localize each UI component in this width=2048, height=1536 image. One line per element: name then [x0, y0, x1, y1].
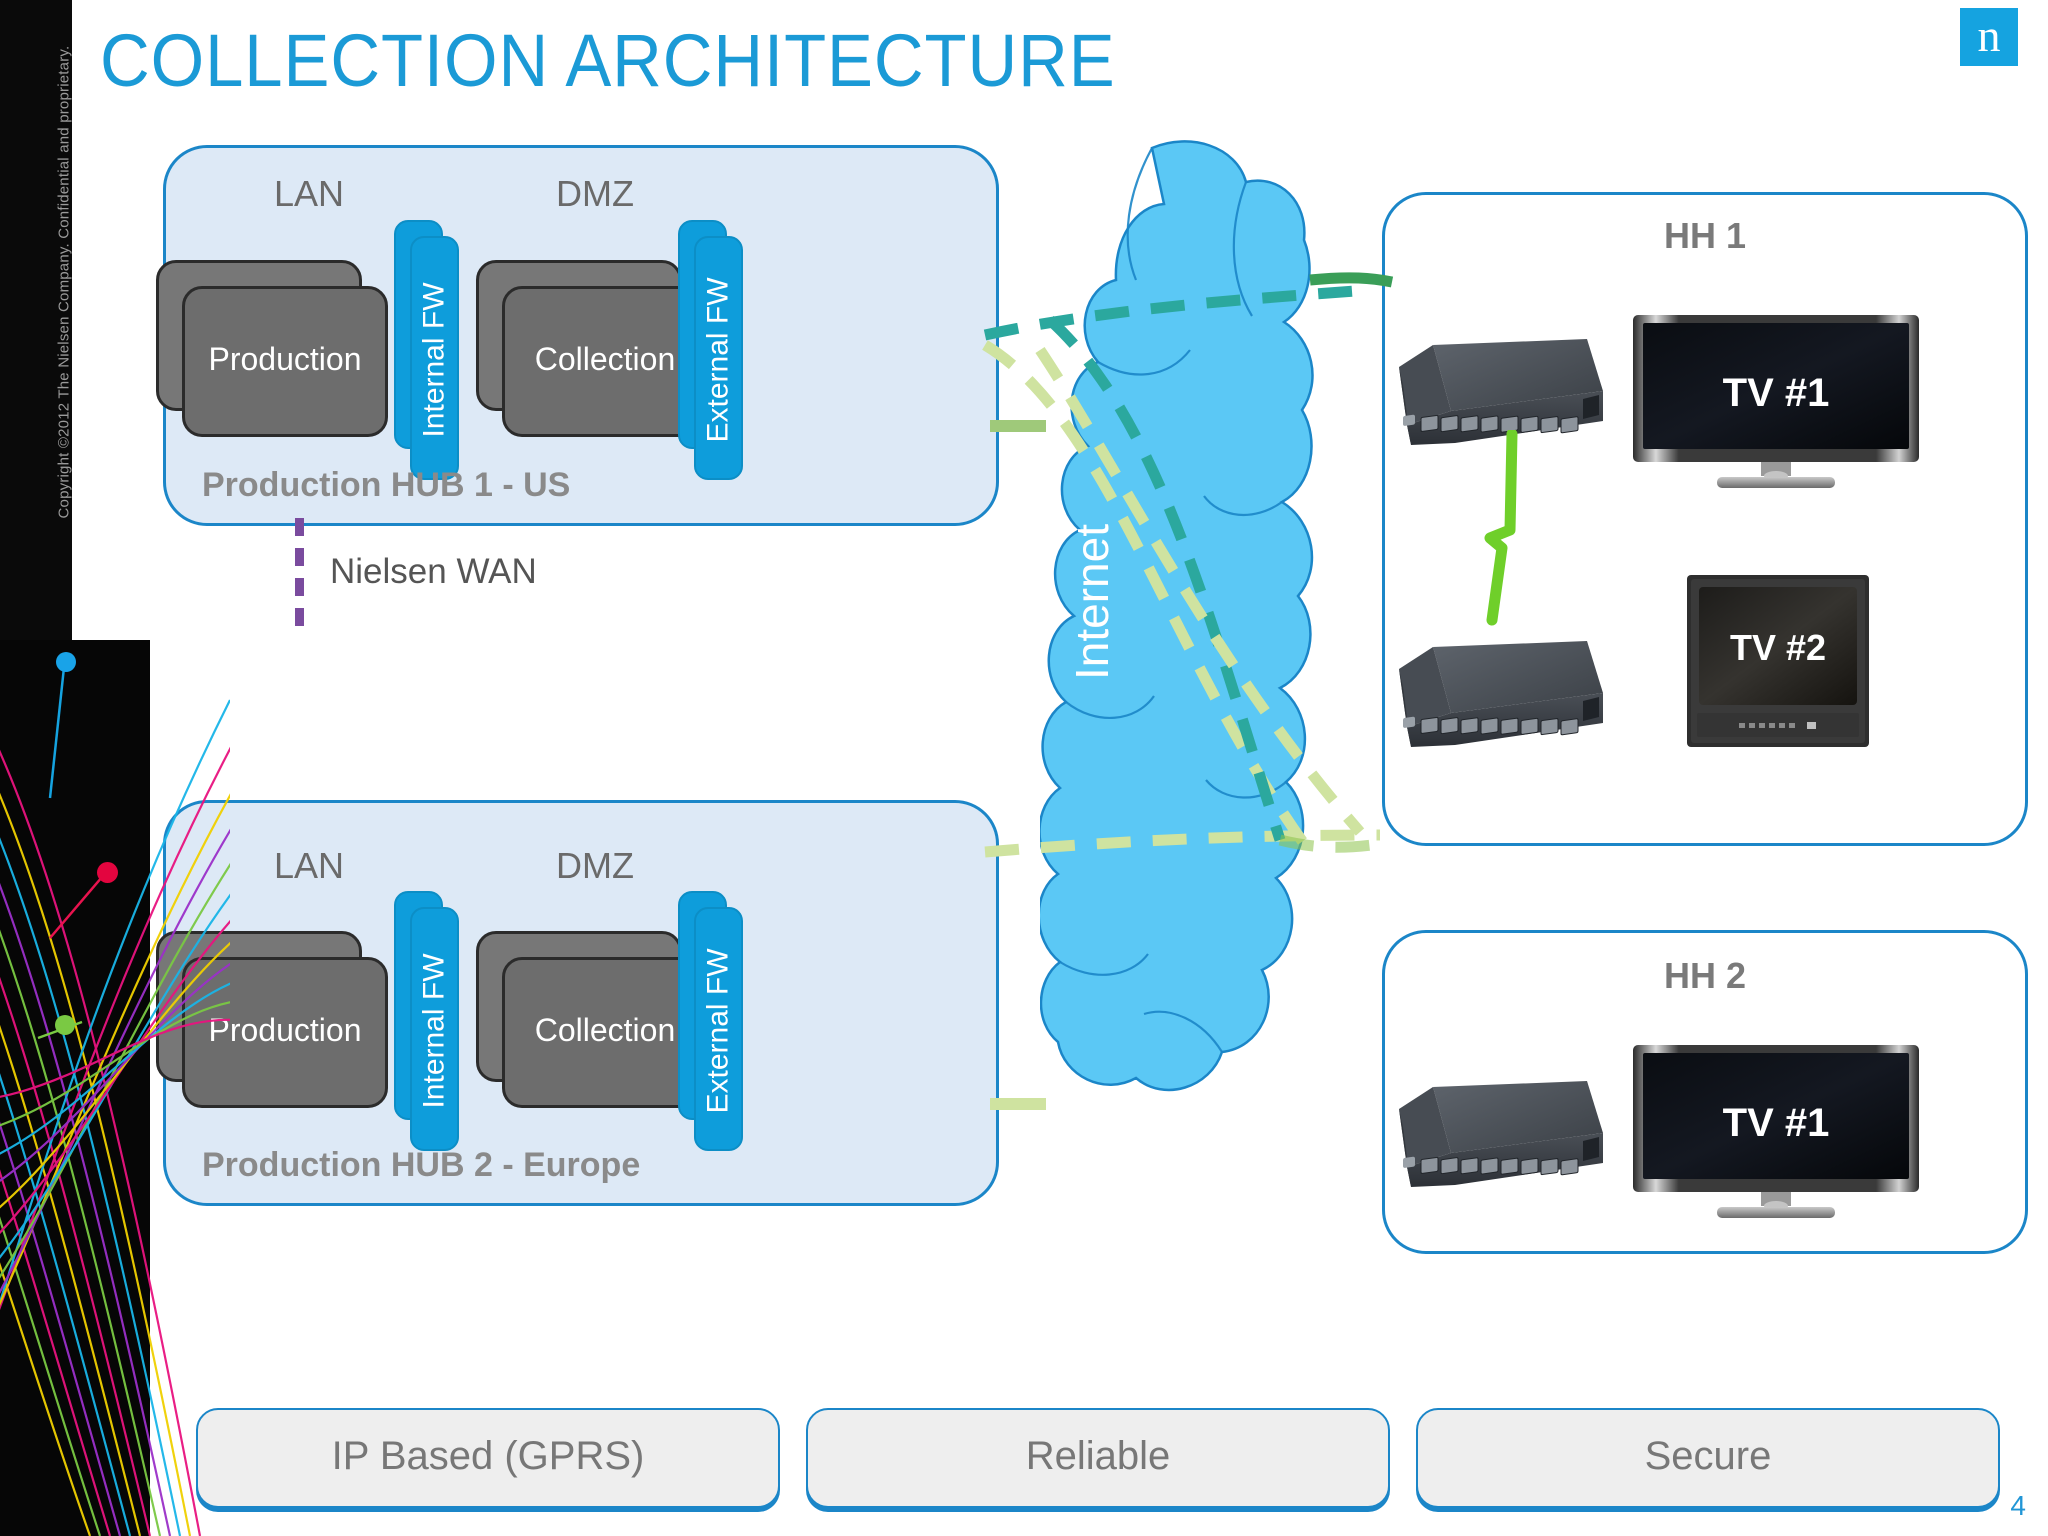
nielsen-wan-label: Nielsen WAN — [330, 552, 537, 591]
copyright-notice: Copyright ©2012 The Nielsen Company. Con… — [55, 45, 73, 519]
hub2-name: Production HUB 2 - Europe — [202, 1146, 641, 1184]
hub2-collection-label: Collection — [534, 1012, 676, 1048]
hub2-zone-lan: LAN — [274, 845, 345, 886]
hub1-zone-lan: LAN — [274, 173, 345, 214]
hub2-zone-dmz: DMZ — [556, 845, 634, 886]
page-number: 4 — [2010, 1490, 2026, 1521]
hub1-internal-fw-bar-front: Internal FW — [410, 236, 459, 480]
hh1-lan-cable — [1484, 430, 1518, 626]
hh1-switch-2-svg — [1399, 641, 1603, 747]
attribute-pill-reliable[interactable]: Reliable — [806, 1408, 1390, 1508]
household-2-label: HH 2 — [1663, 955, 1747, 996]
hub1-internal-fw-label: Internal FW — [417, 282, 451, 438]
household-2: HH 2 — [1382, 930, 2028, 1254]
hub2-internal-fw-bar-front: Internal FW — [410, 907, 459, 1151]
household-1-label: HH 1 — [1663, 215, 1747, 256]
link-stub-hub2 — [990, 1098, 1046, 1110]
accent-dot-red — [97, 862, 118, 883]
nielsen-logo-letter: n — [1977, 10, 2001, 61]
hh2-tv-1-svg — [1633, 1045, 1919, 1218]
attribute-pill-reliable-label: Reliable — [1025, 1434, 1171, 1478]
hh1-tv-1-label: TV #1 — [1722, 371, 1830, 415]
hub2-production-label: Production — [208, 1012, 362, 1048]
hh1-network-switch-1 — [1397, 333, 1609, 453]
hub2-production-card-front: Production — [182, 957, 388, 1108]
hub1-collection-card-front: Collection — [502, 286, 708, 437]
hh1-tv-2-label: TV #2 — [1729, 627, 1827, 668]
hh1-switch-1-svg — [1399, 339, 1603, 445]
hub1-collection-label: Collection — [534, 341, 676, 377]
nielsen-logo: n — [1960, 8, 2018, 66]
hub1-name: Production HUB 1 - US — [202, 466, 571, 504]
hh1-tv-2: TV #2 — [1687, 575, 1869, 747]
internet-label: Internet — [1066, 524, 1118, 680]
hub1-production-label: Production — [208, 341, 362, 377]
hub1-external-fw-label: External FW — [701, 277, 735, 443]
attribute-pill-ip-based-label: IP Based (GPRS) — [331, 1434, 645, 1478]
hub1-zone-dmz: DMZ — [556, 173, 634, 214]
hub2-internal-fw-label: Internal FW — [417, 953, 451, 1109]
link-stub-hub1 — [990, 420, 1046, 432]
production-hub-1: LAN DMZ Production Internal FW Collectio… — [156, 145, 999, 526]
nielsen-wan-connector — [295, 518, 304, 626]
hh2-network-switch-1 — [1397, 1075, 1609, 1195]
hub2-collection-card-front: Collection — [502, 957, 708, 1108]
accent-dot-blue — [56, 652, 76, 672]
hh1-tv-2-svg — [1687, 575, 1869, 747]
attribute-pill-secure-label: Secure — [1644, 1434, 1772, 1478]
internet-cloud — [1040, 140, 1314, 1092]
hub1-external-fw-bar-front: External FW — [694, 236, 743, 480]
hh1-network-switch-2 — [1397, 635, 1609, 755]
accent-dot-green — [55, 1015, 75, 1035]
hub1-production-card-front: Production — [182, 286, 388, 437]
hh1-tv-1-svg — [1633, 315, 1919, 488]
attribute-pill-ip-based[interactable]: IP Based (GPRS) — [196, 1408, 780, 1508]
hub2-external-fw-label: External FW — [701, 948, 735, 1114]
hub2-external-fw-bar-front: External FW — [694, 907, 743, 1151]
internet-link-paths — [982, 284, 1381, 858]
household-1: HH 1 — [1382, 192, 2028, 846]
mesh-svg — [0, 640, 230, 1536]
accent-dot-leaders — [37, 657, 109, 1040]
attribute-pill-secure[interactable]: Secure — [1416, 1408, 2000, 1508]
decorative-mesh-graphic — [0, 640, 230, 1536]
hh2-tv-1: TV #1 — [1633, 1045, 1919, 1225]
internet-link-crossing — [1035, 272, 1394, 853]
page-title: COLLECTION ARCHITECTURE — [100, 19, 1116, 102]
hh2-switch-1-svg — [1399, 1081, 1603, 1187]
hh2-tv-1-label: TV #1 — [1722, 1101, 1830, 1145]
hh1-tv-1: TV #1 — [1633, 315, 1919, 495]
production-hub-2: LAN DMZ Production Internal FW Collectio… — [156, 800, 999, 1206]
